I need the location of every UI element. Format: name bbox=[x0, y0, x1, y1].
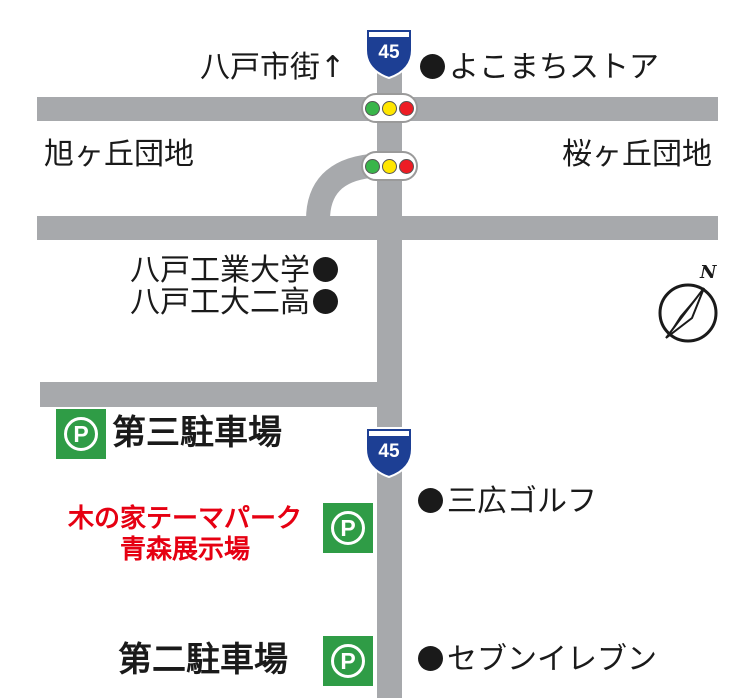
place-name: 八戸工業大学 bbox=[130, 253, 310, 288]
label-hachinohe-city: 八戸市街↑ bbox=[200, 50, 346, 85]
signal-green-lamp bbox=[365, 158, 380, 174]
label-sakuragaoka: 桜ヶ丘団地 bbox=[562, 137, 712, 172]
label-second-parking-lot: 第二駐車場 bbox=[118, 640, 288, 680]
parking-symbol: P bbox=[331, 511, 365, 545]
location-dot-icon bbox=[313, 289, 338, 314]
label-institute-of-technology: 八戸工業大学 bbox=[130, 256, 338, 286]
label-tech-high-school: 八戸工大二高 bbox=[130, 288, 338, 318]
signal-red-lamp bbox=[399, 158, 414, 174]
parking-icon: P bbox=[323, 636, 373, 686]
parking-symbol: P bbox=[331, 644, 365, 678]
place-name: よこまちストア bbox=[449, 50, 659, 85]
compass-north-label: N bbox=[700, 262, 717, 283]
compass-icon: N bbox=[650, 260, 730, 350]
parking-symbol: P bbox=[64, 417, 98, 451]
route-45-shield-icon: 45 bbox=[363, 26, 415, 80]
place-name: 三広ゴルフ bbox=[447, 484, 597, 519]
label-seven-eleven: セブンイレブン bbox=[418, 645, 657, 675]
lower-cross-road bbox=[37, 216, 718, 240]
signal-yellow-lamp bbox=[382, 158, 397, 174]
route-45-shield-icon: 45 bbox=[363, 425, 415, 479]
destination-line-1: 木の家テーマパーク bbox=[67, 504, 302, 534]
signal-green-lamp bbox=[365, 100, 380, 116]
route-number: 45 bbox=[378, 42, 400, 63]
location-dot-icon bbox=[420, 54, 445, 79]
signal-yellow-lamp bbox=[382, 100, 397, 116]
place-name: セブンイレブン bbox=[447, 642, 657, 677]
label-sanko-golf: 三広ゴルフ bbox=[418, 487, 597, 517]
parking-icon: P bbox=[323, 503, 373, 553]
label-yokomachi-store: よこまちストア bbox=[420, 53, 659, 83]
label-third-parking-lot: 第三駐車場 bbox=[112, 413, 282, 453]
place-name: 八戸工大二高 bbox=[130, 285, 310, 320]
signal-red-lamp bbox=[399, 100, 414, 116]
location-dot-icon bbox=[418, 646, 443, 671]
location-dot-icon bbox=[313, 257, 338, 282]
parking-icon: P bbox=[56, 409, 106, 459]
label-asahigaoka: 旭ヶ丘団地 bbox=[44, 137, 194, 172]
route-number: 45 bbox=[378, 441, 400, 462]
location-dot-icon bbox=[418, 488, 443, 513]
lower-side-road bbox=[40, 382, 400, 407]
traffic-signal-icon bbox=[361, 93, 418, 123]
destination-line-2: 青森展示場 bbox=[119, 534, 250, 565]
traffic-signal-icon bbox=[361, 151, 418, 181]
label-destination: 木の家テーマパーク 青森展示場 bbox=[46, 504, 324, 565]
